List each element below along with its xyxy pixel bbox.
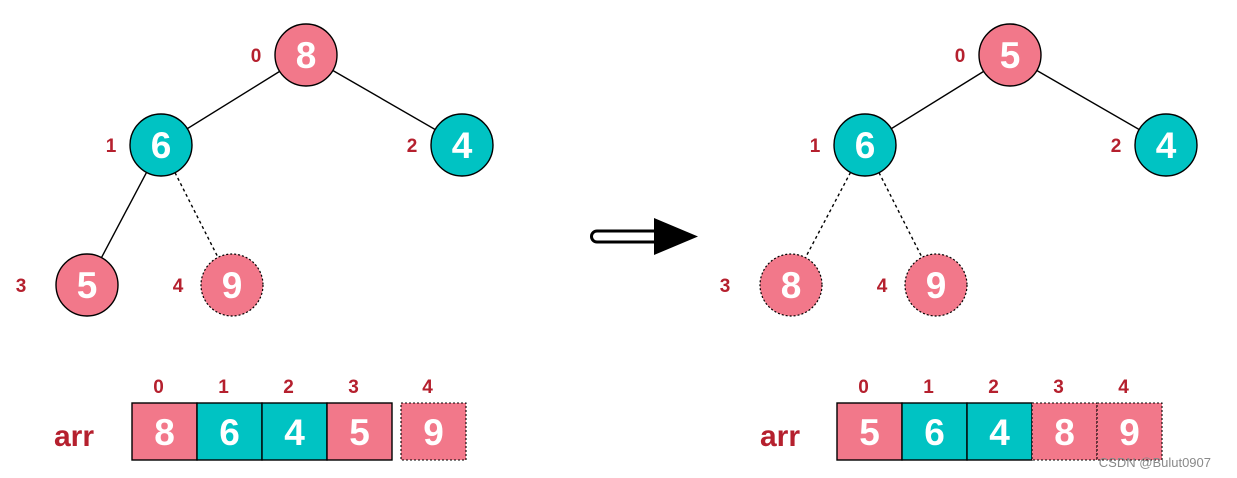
after-panel: 5 0 6 1 4 2 8 3 9 4 arr 5 0 6 1 4 2 8 3 9 4	[720, 23, 1198, 461]
tree-edge	[890, 70, 985, 130]
tree-node-index: 2	[407, 136, 418, 157]
tree-edge	[186, 70, 281, 130]
array-cell-value: 4	[989, 412, 1010, 453]
tree-node-value: 8	[296, 35, 317, 76]
tree-node-index: 3	[16, 276, 27, 297]
array-cell-value: 8	[1054, 412, 1075, 453]
array-cell-index: 3	[1053, 377, 1064, 398]
array-cell-index: 3	[348, 377, 359, 398]
array-cell-index: 1	[218, 377, 229, 398]
tree-node	[430, 113, 494, 177]
array-cell-value: 8	[154, 412, 175, 453]
array-cell-value: 5	[349, 412, 370, 453]
tree-node	[978, 23, 1042, 87]
tree-edge	[174, 172, 219, 258]
array-cell	[131, 402, 198, 461]
tree-node-index: 3	[720, 276, 731, 297]
array-cell-index: 2	[283, 377, 294, 398]
array-cell	[901, 402, 968, 461]
tree-edge	[332, 69, 436, 131]
tree-edge	[878, 172, 923, 258]
array-cell	[1096, 402, 1163, 461]
tree-node	[274, 23, 338, 87]
array-cell-value: 6	[219, 412, 240, 453]
tree-node-value: 5	[1000, 35, 1021, 76]
tree-edge	[100, 172, 148, 258]
array-cell-index: 4	[1118, 377, 1129, 398]
array-cell	[400, 402, 467, 461]
array-cell-value: 9	[423, 412, 444, 453]
tree-node-value: 6	[151, 125, 172, 166]
tree-node-value: 4	[1156, 125, 1177, 166]
array-cell-index: 0	[858, 377, 869, 398]
tree-node-index: 0	[251, 46, 262, 67]
tree-node	[833, 113, 897, 177]
array-cell-value: 9	[1119, 412, 1140, 453]
tree-node-value: 4	[452, 125, 473, 166]
array-label: arr	[760, 420, 800, 453]
array-cell	[326, 402, 393, 461]
before-panel: 8 0 6 1 4 2 5 3 9 4 arr 8 0 6 1 4 2 5 3 9 4	[16, 23, 494, 461]
tree-edge	[1036, 69, 1140, 131]
tree-node	[904, 253, 968, 317]
tree-node-index: 1	[106, 136, 117, 157]
tree-node	[55, 253, 119, 317]
array-cell-value: 5	[859, 412, 880, 453]
array-cell-value: 4	[284, 412, 305, 453]
tree-node	[129, 113, 193, 177]
tree-node-index: 0	[955, 46, 966, 67]
tree-node-index: 1	[810, 136, 821, 157]
array-cell-index: 1	[923, 377, 934, 398]
array-label: arr	[54, 420, 94, 453]
tree-node-value: 9	[222, 265, 243, 306]
tree-edge	[804, 172, 852, 258]
array-cell-index: 2	[988, 377, 999, 398]
array-cell	[1031, 402, 1098, 461]
watermark: CSDN @Bulut0907	[1098, 455, 1211, 470]
tree-node-index: 2	[1111, 136, 1122, 157]
array-cell	[261, 402, 328, 461]
tree-node-value: 9	[926, 265, 947, 306]
array-cell-index: 4	[422, 377, 433, 398]
tree-node-index: 4	[173, 276, 184, 297]
tree-node-value: 6	[855, 125, 876, 166]
tree-node-value: 5	[77, 265, 98, 306]
tree-node-index: 4	[877, 276, 888, 297]
array-cell-index: 0	[153, 377, 164, 398]
array-cell	[836, 402, 903, 461]
tree-node	[200, 253, 264, 317]
tree-node-value: 8	[781, 265, 802, 306]
transition-arrow	[590, 218, 698, 255]
tree-node	[759, 253, 823, 317]
array-cell-value: 6	[924, 412, 945, 453]
tree-node	[1134, 113, 1198, 177]
